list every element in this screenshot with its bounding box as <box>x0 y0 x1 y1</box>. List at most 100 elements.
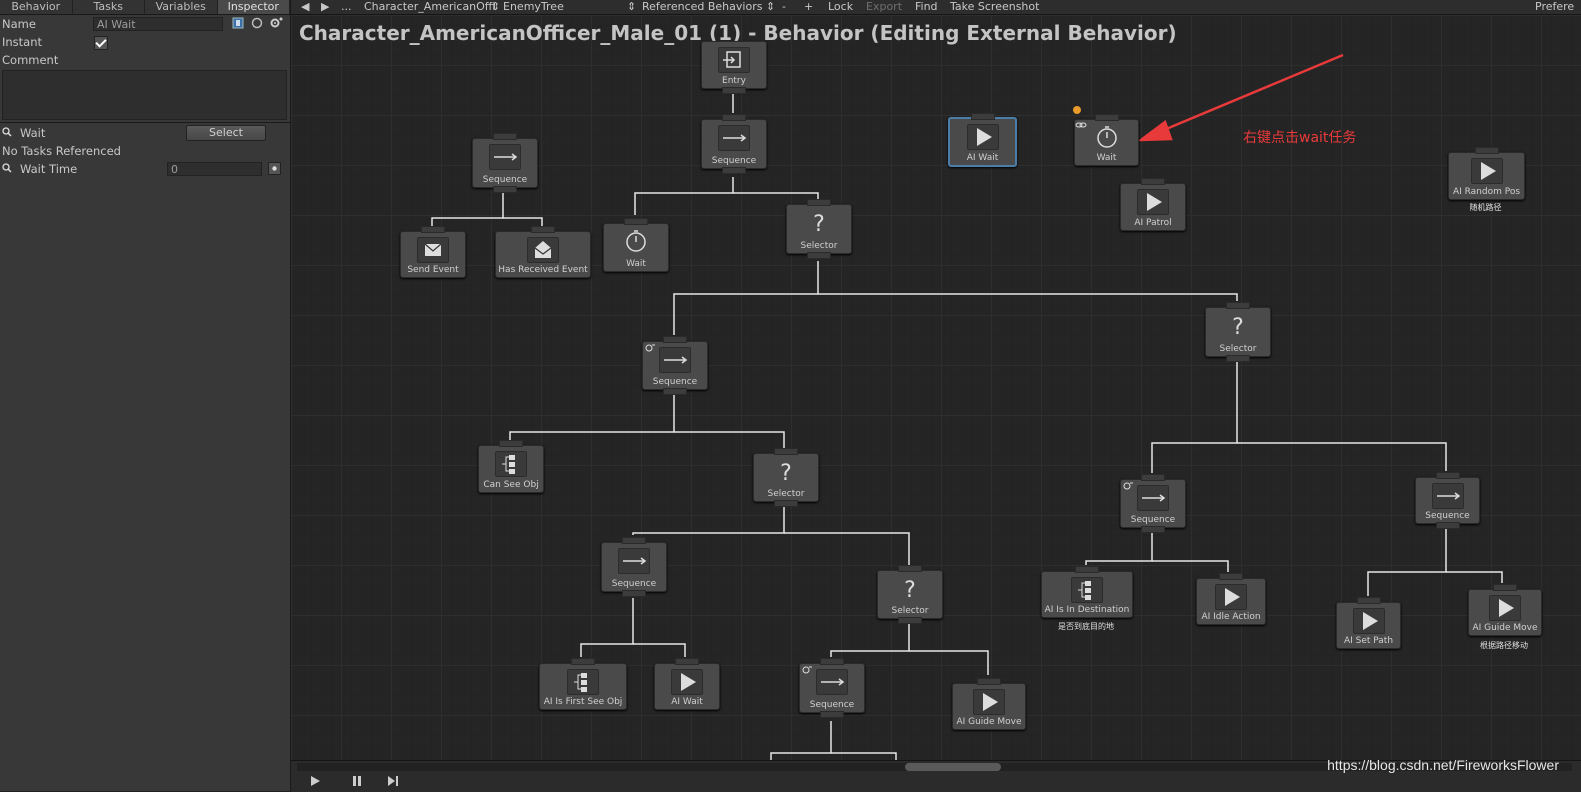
step-icon[interactable] <box>387 775 399 787</box>
name-field[interactable]: AI Wait <box>93 17 223 31</box>
referenced-behaviors-dropdown[interactable]: Referenced Behaviors <box>642 0 763 13</box>
question-icon: ? <box>895 576 925 603</box>
watermark: https://blog.csdn.net/FireworksFlower <box>1327 757 1559 773</box>
question-icon: ? <box>804 210 834 237</box>
node-label: AI Random Pos <box>1452 187 1521 197</box>
search-icon[interactable] <box>2 127 12 137</box>
node-ai-wait-selected[interactable]: AI Wait <box>948 113 1017 167</box>
tab-behavior[interactable]: Behavior <box>0 0 73 14</box>
instant-label: Instant <box>2 35 43 49</box>
lock-button[interactable]: Lock <box>828 0 854 13</box>
node-label: Sequence <box>1130 515 1176 525</box>
node-ai-wait[interactable]: AI Wait <box>654 658 720 710</box>
branch-icon <box>567 669 599 695</box>
question-icon: ? <box>771 459 801 486</box>
node-wait-reference[interactable]: Wait <box>1073 106 1139 166</box>
stopwatch-icon <box>621 229 651 253</box>
circle-icon[interactable] <box>251 17 263 29</box>
node-label: AI Is First See Obj <box>543 697 623 707</box>
divider <box>0 122 290 123</box>
branch-icon <box>495 451 527 477</box>
comment-label: Comment <box>2 53 59 67</box>
pause-icon[interactable] <box>351 775 363 787</box>
instant-checkbox[interactable] <box>94 36 108 50</box>
node-comment: 根据路径移动 <box>1480 641 1528 650</box>
select-button[interactable]: Select <box>186 125 266 141</box>
node-sequence-4[interactable]: Sequence <box>601 537 667 597</box>
node-can-see-obj[interactable]: Can See Obj <box>478 440 544 493</box>
arrow-right-icon <box>659 347 691 373</box>
node-ai-guide-move-2[interactable]: AI Guide Move <box>1468 584 1542 636</box>
node-selector-3[interactable]: ? Selector <box>753 448 819 507</box>
node-sequence-left[interactable]: Sequence <box>472 133 538 193</box>
node-ai-guide-move-1[interactable]: AI Guide Move <box>952 678 1026 730</box>
node-ai-is-first-see-obj[interactable]: AI Is First See Obj <box>539 658 627 710</box>
node-ai-is-in-destination[interactable]: AI Is In Destination <box>1041 566 1133 618</box>
node-label: Selector <box>1219 344 1257 354</box>
node-selector-1[interactable]: ? Selector <box>786 199 852 259</box>
node-label: Sequence <box>611 579 657 589</box>
screenshot-button[interactable]: Take Screenshot <box>950 0 1040 13</box>
node-label: Send Event <box>407 265 459 275</box>
node-sequence-2[interactable]: Sequence <box>642 336 708 395</box>
play-icon <box>1215 584 1247 610</box>
find-button[interactable]: Find <box>915 0 938 13</box>
remove-button[interactable]: - <box>782 0 786 13</box>
object-dropdown[interactable]: Character_AmericanOffi <box>364 0 496 13</box>
add-button[interactable]: + <box>804 0 814 13</box>
tab-variables[interactable]: Variables <box>145 0 218 14</box>
envelope-icon <box>417 237 449 263</box>
node-sequence-root[interactable]: Sequence <box>701 114 767 174</box>
node-label: Sequence <box>809 700 855 710</box>
question-icon: ? <box>1223 313 1253 340</box>
node-sequence-5[interactable]: Sequence <box>799 658 865 718</box>
stopwatch-icon <box>1092 125 1122 149</box>
node-label: Selector <box>891 606 929 616</box>
arrow-right-icon <box>1431 483 1464 509</box>
node-selector-4[interactable]: ? Selector <box>877 565 943 624</box>
abort-icon <box>802 666 812 674</box>
scrollbar-thumb[interactable] <box>905 763 1001 771</box>
branch-icon <box>1071 577 1103 603</box>
node-wait[interactable]: Wait <box>603 218 669 272</box>
node-label: AI Idle Action <box>1201 612 1261 622</box>
no-tasks-label: No Tasks Referenced <box>2 144 121 158</box>
play-icon <box>1489 595 1521 621</box>
play-icon <box>671 669 703 695</box>
gear-icon[interactable] <box>269 16 283 30</box>
tab-inspector[interactable]: Inspector <box>217 0 290 14</box>
export-button[interactable]: Export <box>866 0 903 13</box>
behavior-graph-canvas[interactable]: Character_AmericanOfficer_Male_01 (1) - … <box>291 15 1581 760</box>
comment-textarea[interactable] <box>2 70 287 120</box>
play-icon <box>973 689 1005 715</box>
svg-text:?: ? <box>1232 315 1244 337</box>
node-entry[interactable]: Entry <box>701 41 767 94</box>
node-ai-random-pos[interactable]: AI Random Pos <box>1448 147 1525 200</box>
arrow-right-icon <box>618 548 650 574</box>
tree-dropdown[interactable]: EnemyTree <box>503 0 564 13</box>
node-label: Entry <box>722 76 746 86</box>
node-ai-patrol[interactable]: AI Patrol <box>1120 178 1186 231</box>
node-ai-set-path[interactable]: AI Set Path <box>1336 597 1401 649</box>
panel-tabs: Behavior Tasks Variables Inspector <box>0 0 290 15</box>
back-icon[interactable]: ◀ <box>301 0 310 13</box>
arrow-right-icon <box>1137 485 1169 511</box>
node-has-received-event[interactable]: Has Received Event <box>495 226 591 278</box>
forward-icon[interactable]: ▶ <box>321 0 330 13</box>
horizontal-scrollbar[interactable] <box>297 763 1572 771</box>
variable-toggle-icon[interactable] <box>268 162 281 175</box>
search-icon[interactable] <box>2 163 12 173</box>
preferences-button[interactable]: Prefere <box>1535 0 1575 13</box>
node-label: Selector <box>767 489 805 499</box>
more-button[interactable]: ... <box>341 0 352 13</box>
node-ai-idle-action[interactable]: AI Idle Action <box>1196 573 1266 625</box>
node-sequence-right-1[interactable]: Sequence <box>1120 474 1186 533</box>
node-sequence-right-2[interactable]: Sequence <box>1415 472 1480 529</box>
wait-time-field[interactable]: 0 <box>167 162 262 176</box>
play-icon[interactable] <box>309 775 321 787</box>
node-label: AI Guide Move <box>1472 623 1538 633</box>
node-selector-right[interactable]: ? Selector <box>1205 302 1271 362</box>
node-send-event[interactable]: Send Event <box>400 226 466 278</box>
help-icon[interactable] <box>232 17 244 29</box>
tab-tasks[interactable]: Tasks <box>72 0 145 14</box>
